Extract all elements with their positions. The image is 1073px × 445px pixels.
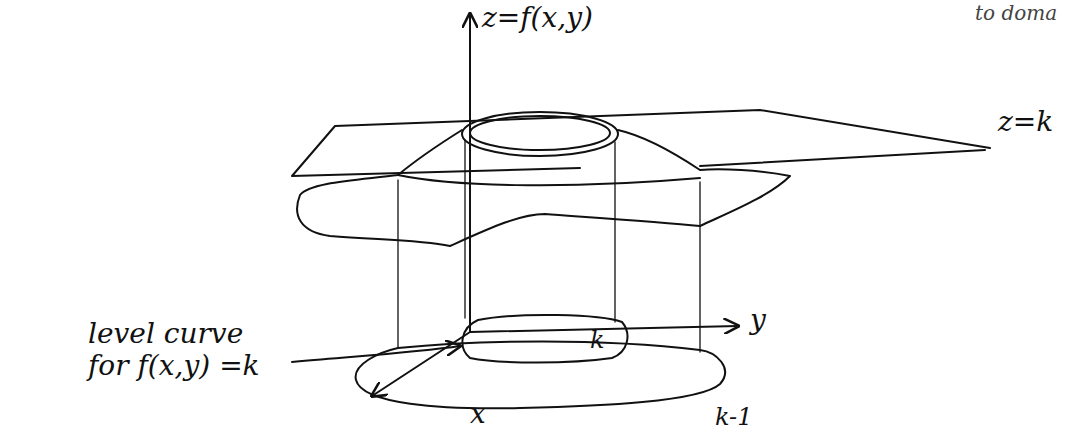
- x-axis: [372, 332, 470, 396]
- level-curve-note: level curve for f(x,y) =k: [88, 318, 288, 382]
- surface-level: [398, 175, 700, 185]
- axis-label: z=f(x,y): [482, 2, 593, 34]
- level-curve-k: [462, 315, 627, 363]
- surface: [297, 130, 790, 246]
- axis-label: z=k: [998, 106, 1053, 138]
- plane: [292, 110, 990, 176]
- projection-lines: [398, 140, 700, 352]
- leader-arrow: [292, 346, 460, 362]
- top-curve: [462, 112, 618, 156]
- axis-label: k-1: [715, 404, 753, 432]
- axis-label: x: [470, 398, 486, 430]
- axis-label: y: [750, 304, 766, 336]
- axis-label: k: [590, 327, 605, 355]
- axis-label: to doma: [975, 2, 1057, 25]
- top-curve: [470, 116, 610, 150]
- z-axis: [469, 14, 471, 332]
